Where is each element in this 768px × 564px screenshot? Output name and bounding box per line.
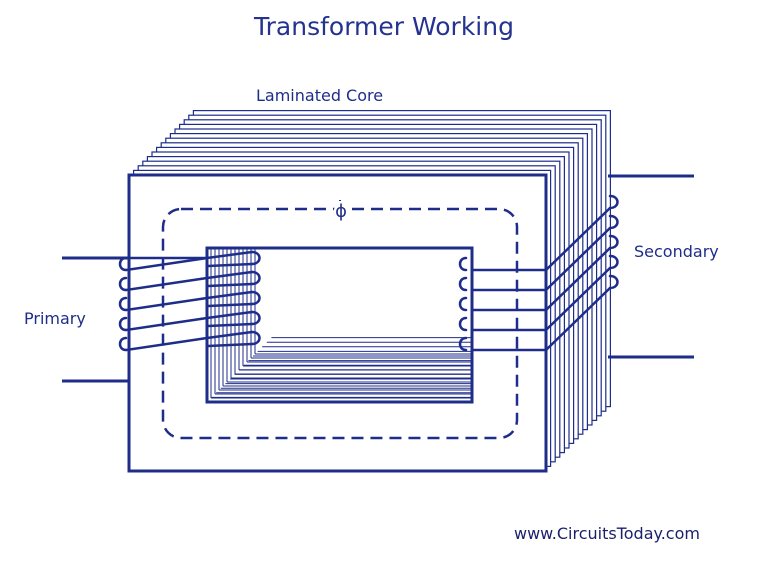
secondary-turn-loop — [458, 256, 468, 272]
primary-turn-inner — [206, 262, 254, 268]
secondary-turn-loop — [458, 316, 468, 332]
primary-turn-inner — [205, 310, 254, 320]
secondary-turn-loop — [608, 214, 619, 230]
secondary-turn-loop — [608, 274, 619, 290]
primary-turn-loop — [250, 270, 261, 286]
primary-turn — [124, 336, 209, 352]
core-front-face — [127, 173, 548, 473]
secondary-turn-loop — [458, 336, 468, 352]
primary-turn-inner — [206, 302, 254, 308]
primary-turn-loop — [118, 276, 128, 292]
primary-turn-loop — [118, 296, 128, 312]
primary-turn — [124, 276, 209, 292]
primary-winding — [118, 250, 261, 352]
primary-turn-loop — [118, 316, 128, 332]
primary-turn-loop — [118, 256, 128, 272]
secondary-label: Secondary — [634, 242, 719, 261]
source-watermark: www.CircuitsToday.com — [514, 524, 700, 543]
primary-turn — [124, 256, 209, 272]
secondary-turn-loop — [608, 234, 619, 250]
primary-label: Primary — [24, 309, 86, 328]
primary-turn-inner — [205, 290, 254, 300]
primary-turn-loop — [118, 336, 128, 352]
secondary-leads — [608, 174, 694, 359]
primary-turn-loop — [250, 330, 261, 346]
primary-turn-loop — [250, 310, 261, 326]
secondary-winding — [458, 194, 619, 352]
primary-turn-loop — [250, 290, 261, 306]
primary-turn-inner — [205, 330, 254, 340]
secondary-turn-back — [544, 286, 612, 352]
flux-symbol: ϕ — [335, 201, 347, 222]
primary-turn-inner — [205, 270, 254, 280]
primary-leads — [62, 256, 129, 383]
secondary-turn-loop — [458, 276, 468, 292]
secondary-turn-back — [544, 246, 612, 312]
secondary-turn-loop — [608, 254, 619, 270]
primary-turn — [124, 296, 209, 312]
primary-turn-loop — [250, 250, 261, 266]
primary-turn-inner — [206, 322, 254, 328]
secondary-turn-loop — [458, 296, 468, 312]
secondary-turn-loop — [608, 194, 619, 210]
primary-turn-inner — [206, 282, 254, 288]
secondary-turn-back — [544, 226, 612, 292]
secondary-turn-back — [544, 206, 612, 272]
diagram-title: Transformer Working — [254, 12, 514, 41]
secondary-turn-back — [544, 266, 612, 332]
primary-turn-inner — [206, 342, 254, 348]
primary-turn — [124, 316, 209, 332]
laminated-core-label: Laminated Core — [256, 86, 384, 105]
primary-turn-inner — [205, 250, 254, 260]
